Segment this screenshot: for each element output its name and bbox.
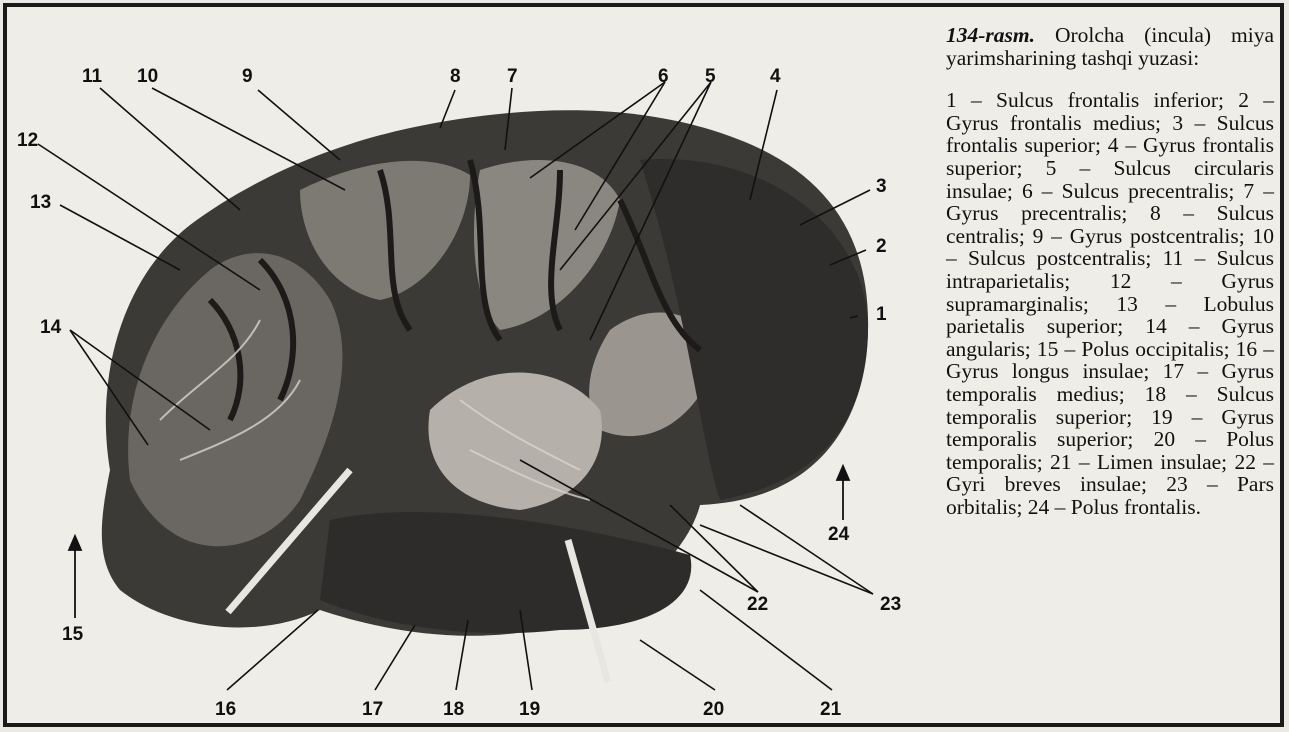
label-18: 18 [443, 699, 464, 720]
label-4: 4 [770, 66, 781, 87]
figure-caption: 134-rasm. Orolcha (incula) miya yarimsha… [946, 24, 1274, 518]
figure-number: 134-rasm. [946, 23, 1035, 47]
label-6: 6 [658, 66, 669, 87]
brain-figure: 11 10 9 8 7 6 5 4 3 2 1 12 13 14 15 24 2… [0, 0, 930, 732]
label-24: 24 [828, 524, 850, 545]
label-10: 10 [137, 66, 158, 87]
caption-legend: 1 – Sulcus frontalis inferior; 2 – Gyrus… [946, 89, 1274, 518]
label-23: 23 [880, 594, 901, 615]
label-9: 9 [242, 66, 253, 87]
label-8: 8 [450, 66, 461, 87]
label-11: 11 [82, 66, 103, 87]
label-12: 12 [17, 130, 38, 151]
label-5: 5 [705, 66, 716, 87]
brain-illustration: 11 10 9 8 7 6 5 4 3 2 1 12 13 14 15 24 2… [0, 0, 930, 732]
label-20: 20 [703, 699, 724, 720]
label-22: 22 [747, 594, 768, 615]
label-7: 7 [507, 66, 518, 87]
label-3: 3 [876, 176, 887, 197]
label-19: 19 [519, 699, 540, 720]
label-16: 16 [215, 699, 236, 720]
label-1: 1 [876, 304, 887, 325]
label-2: 2 [876, 236, 887, 257]
label-15: 15 [62, 624, 84, 645]
label-14: 14 [40, 317, 62, 338]
label-21: 21 [820, 699, 842, 720]
caption-title: 134-rasm. Orolcha (incula) miya yarimsha… [946, 24, 1274, 69]
label-17: 17 [362, 699, 383, 720]
label-13: 13 [30, 192, 51, 213]
